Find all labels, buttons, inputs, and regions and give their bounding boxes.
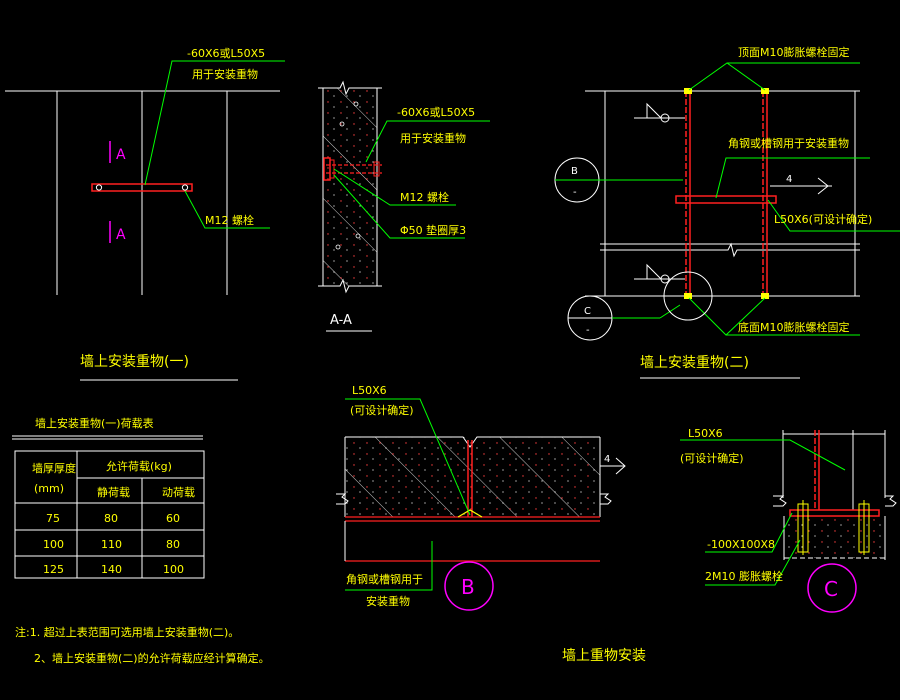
- callout-channel-1: 角钢或槽钢用于: [346, 573, 423, 586]
- ref-b-dash: -: [573, 187, 577, 198]
- table-cell: 140: [101, 563, 122, 576]
- table-cell: 80: [104, 512, 118, 525]
- table-cell: 100: [163, 563, 184, 576]
- ref-c-dash: -: [586, 325, 590, 336]
- section-mark-bottom: A: [116, 227, 126, 243]
- notes: 注:1. 超过上表范围可选用墙上安装重物(二)。 2、墙上安装重物(二)的允许荷…: [15, 625, 270, 665]
- detail-1-elevation: A A -60X6或L50X5 用于安装重物 M12 螺栓 墙上安装重物(一): [5, 47, 285, 381]
- horizontal-channel: [675, 195, 777, 204]
- col-load: 允许荷载(kg): [106, 459, 172, 473]
- table-cell: 110: [101, 538, 122, 551]
- bolt-hole: [181, 184, 189, 191]
- col-dynamic: 动荷载: [162, 486, 195, 499]
- mounting-flat-bar: [91, 183, 193, 192]
- callout-bottom-bolt: 底面M10膨胀螺栓固定: [738, 320, 850, 334]
- col-static: 静荷载: [97, 485, 130, 499]
- callout-bolt: 2M10 膨胀螺栓: [705, 569, 783, 583]
- table-title: 墙上安装重物(一)荷载表: [35, 416, 154, 430]
- table-cell: 75: [46, 512, 60, 525]
- callout-angle: L50X6: [352, 384, 387, 397]
- washer: [373, 161, 380, 177]
- section-mark-top: A: [116, 147, 126, 163]
- detail-1-title: 墙上安装重物(一): [80, 354, 189, 370]
- callout-top-bolt: 顶面M10膨胀螺栓固定: [738, 45, 850, 59]
- callout-use: 用于安装重物: [400, 131, 466, 145]
- table-cell: 100: [43, 538, 64, 551]
- detail-c-section: L50X6 (可设计确定) -100X100X8 2M10 膨胀螺栓 C: [680, 427, 897, 613]
- callout-bolt: M12 螺栓: [400, 190, 449, 204]
- callout-angle: L50X6(可设计确定): [774, 212, 872, 226]
- callout-channel-2: 安装重物: [366, 594, 410, 608]
- callout-channel: 角钢或槽钢用于安装重物: [728, 136, 849, 150]
- weld-size: 4: [604, 454, 610, 465]
- callout-plate: -100X100X8: [707, 538, 775, 551]
- note-2: 2、墙上安装重物(二)的允许荷载应经计算确定。: [34, 651, 270, 665]
- ref-b-letter: B: [571, 166, 578, 177]
- callout-bolt: M12 螺栓: [205, 213, 254, 227]
- table-cell: 80: [166, 538, 180, 551]
- load-table: 墙上安装重物(一)荷载表 墙厚厚度 (mm) 允许荷载(kg) 静荷载 动荷载 …: [12, 416, 205, 579]
- drawing-title: 墙上重物安装: [562, 648, 646, 664]
- table-cell: 125: [43, 563, 64, 576]
- callout-angle-note: (可设计确定): [680, 451, 744, 465]
- detail-c-zone: [663, 271, 713, 321]
- detail-2-title: 墙上安装重物(二): [640, 355, 749, 371]
- section-a-a: -60X6或L50X5 用于安装重物 M12 螺栓 Φ50 垫圈厚3 A-A: [318, 80, 490, 332]
- detail-b-section: L50X6 (可设计确定) 角钢或槽钢用于 安装重物 4 B: [336, 384, 626, 611]
- callout-angle-note: (可设计确定): [350, 403, 414, 417]
- col-thickness: 墙厚厚度: [32, 461, 76, 475]
- detail-c-marker: [807, 563, 857, 613]
- note-1: 注:1. 超过上表范围可选用墙上安装重物(二)。: [15, 625, 239, 639]
- callout-washer: Φ50 垫圈厚3: [400, 223, 466, 237]
- weld-size: 4: [786, 174, 792, 185]
- callout-material: -60X6或L50X5: [187, 47, 265, 60]
- section-label: A-A: [330, 313, 352, 328]
- detail-2-elevation: 顶面M10膨胀螺栓固定 角钢或槽钢用于安装重物 L50X6(可设计确定) 底面M…: [554, 45, 900, 379]
- callout-material: -60X6或L50X5: [397, 106, 475, 119]
- callout-use: 用于安装重物: [192, 67, 258, 81]
- detail-b-letter: B: [461, 575, 475, 599]
- detail-b-marker: [444, 561, 494, 611]
- ref-c-letter: C: [584, 306, 591, 317]
- callout-angle: L50X6: [688, 427, 723, 440]
- detail-c-letter: C: [824, 577, 838, 601]
- col-thickness-unit: (mm): [34, 482, 64, 495]
- bolt-hole: [95, 184, 103, 191]
- table-cell: 60: [166, 512, 180, 525]
